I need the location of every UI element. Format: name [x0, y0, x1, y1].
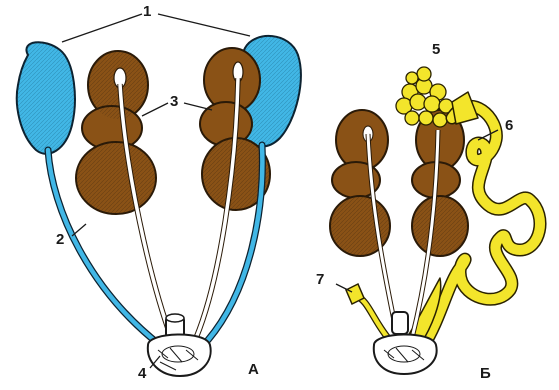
label-6: 6: [505, 118, 513, 133]
left-kidney-b: [330, 110, 390, 256]
panel-label-b: Б: [480, 366, 491, 381]
left-kidney: [76, 51, 156, 214]
label-4: 4: [138, 366, 146, 381]
ovary-cluster: [396, 67, 453, 127]
panel-b: [330, 67, 540, 374]
label-7: 7: [316, 272, 324, 287]
label-5: 5: [432, 42, 440, 57]
label-1: 1: [143, 4, 151, 19]
panel-label-a: А: [248, 362, 259, 377]
rudiment: [346, 284, 388, 338]
panel-a: [17, 14, 301, 376]
label-2: 2: [56, 232, 64, 247]
label-3: 3: [170, 94, 178, 109]
left-blue-organ: [17, 42, 75, 154]
